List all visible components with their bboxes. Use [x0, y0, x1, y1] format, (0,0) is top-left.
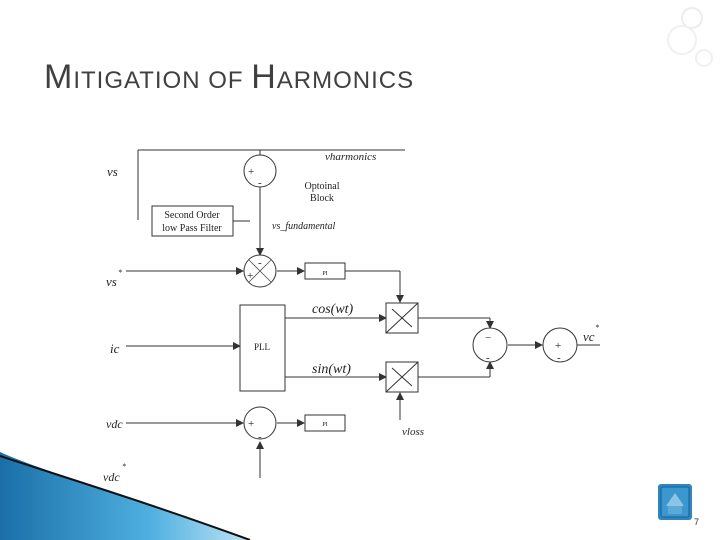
sum-junction-3 — [243, 406, 277, 440]
title-word-of: OF — [208, 67, 244, 94]
title-word-armonics: ARMONICS — [276, 67, 415, 94]
corner-decoration — [667, 7, 713, 67]
cos-wt-label: cos(wt) — [312, 302, 354, 317]
sum3-minus: - — [258, 431, 262, 443]
multiplier-sin — [385, 361, 419, 393]
sum5-plus: + — [555, 340, 561, 352]
pll-label: PLL — [254, 342, 270, 352]
sum2-plus: + — [247, 270, 253, 282]
bottom-wave-decoration — [0, 452, 251, 540]
vloss-label: vloss — [402, 426, 424, 438]
vs-label: vs — [107, 164, 118, 179]
slide-title: MITIGATION OF HARMONICS — [44, 58, 414, 97]
slide-nav-icon[interactable] — [658, 484, 692, 520]
optional-block-line2: Block — [310, 193, 334, 204]
lpf-label-line2: low Pass Filter — [162, 223, 222, 234]
vharmonics-label: vharmonics — [325, 151, 376, 163]
sum-junction-4 — [472, 327, 508, 363]
vs-star-superscript: * — [118, 268, 122, 277]
sum1-plus: + — [248, 166, 254, 178]
sum1-minus: - — [258, 177, 262, 189]
sin-wt-label: sin(wt) — [312, 362, 351, 377]
sum-junction-1 — [243, 154, 277, 188]
low-pass-filter-block — [151, 205, 234, 237]
page-number: 7 — [694, 517, 700, 527]
pi-top-block — [304, 262, 346, 280]
sum4-minus-2: - — [486, 352, 490, 364]
title-cap-m: M — [44, 58, 74, 96]
vc-star-label: vc — [583, 329, 595, 344]
vs-star-label: vs — [106, 274, 117, 289]
sum5-minus: - — [557, 352, 561, 364]
pi-top-label: PI — [322, 271, 327, 277]
pll-block — [239, 304, 286, 392]
vs-fundamental-label: vs_fundamental — [272, 221, 336, 232]
optional-block-line1: Optoinal — [305, 181, 340, 192]
lpf-label-line1: Second Order — [164, 210, 220, 221]
sum4-minus-1: − — [485, 332, 491, 344]
vdc-star-label: vdc — [103, 470, 120, 484]
pi-bottom-block — [304, 414, 346, 432]
sum3-plus: + — [248, 418, 254, 430]
multiplier-cos — [385, 302, 419, 334]
sum2-minus: - — [258, 257, 262, 269]
vc-star-superscript: * — [595, 323, 599, 332]
sum-junction-5 — [542, 327, 578, 363]
vdc-label: vdc — [106, 417, 123, 431]
pi-bottom-label: PI — [322, 422, 327, 428]
ic-label: ic — [110, 341, 120, 356]
title-cap-h: H — [251, 58, 277, 96]
vdc-star-superscript: * — [122, 462, 126, 471]
title-word-itigation: ITIGATION — [73, 67, 201, 94]
